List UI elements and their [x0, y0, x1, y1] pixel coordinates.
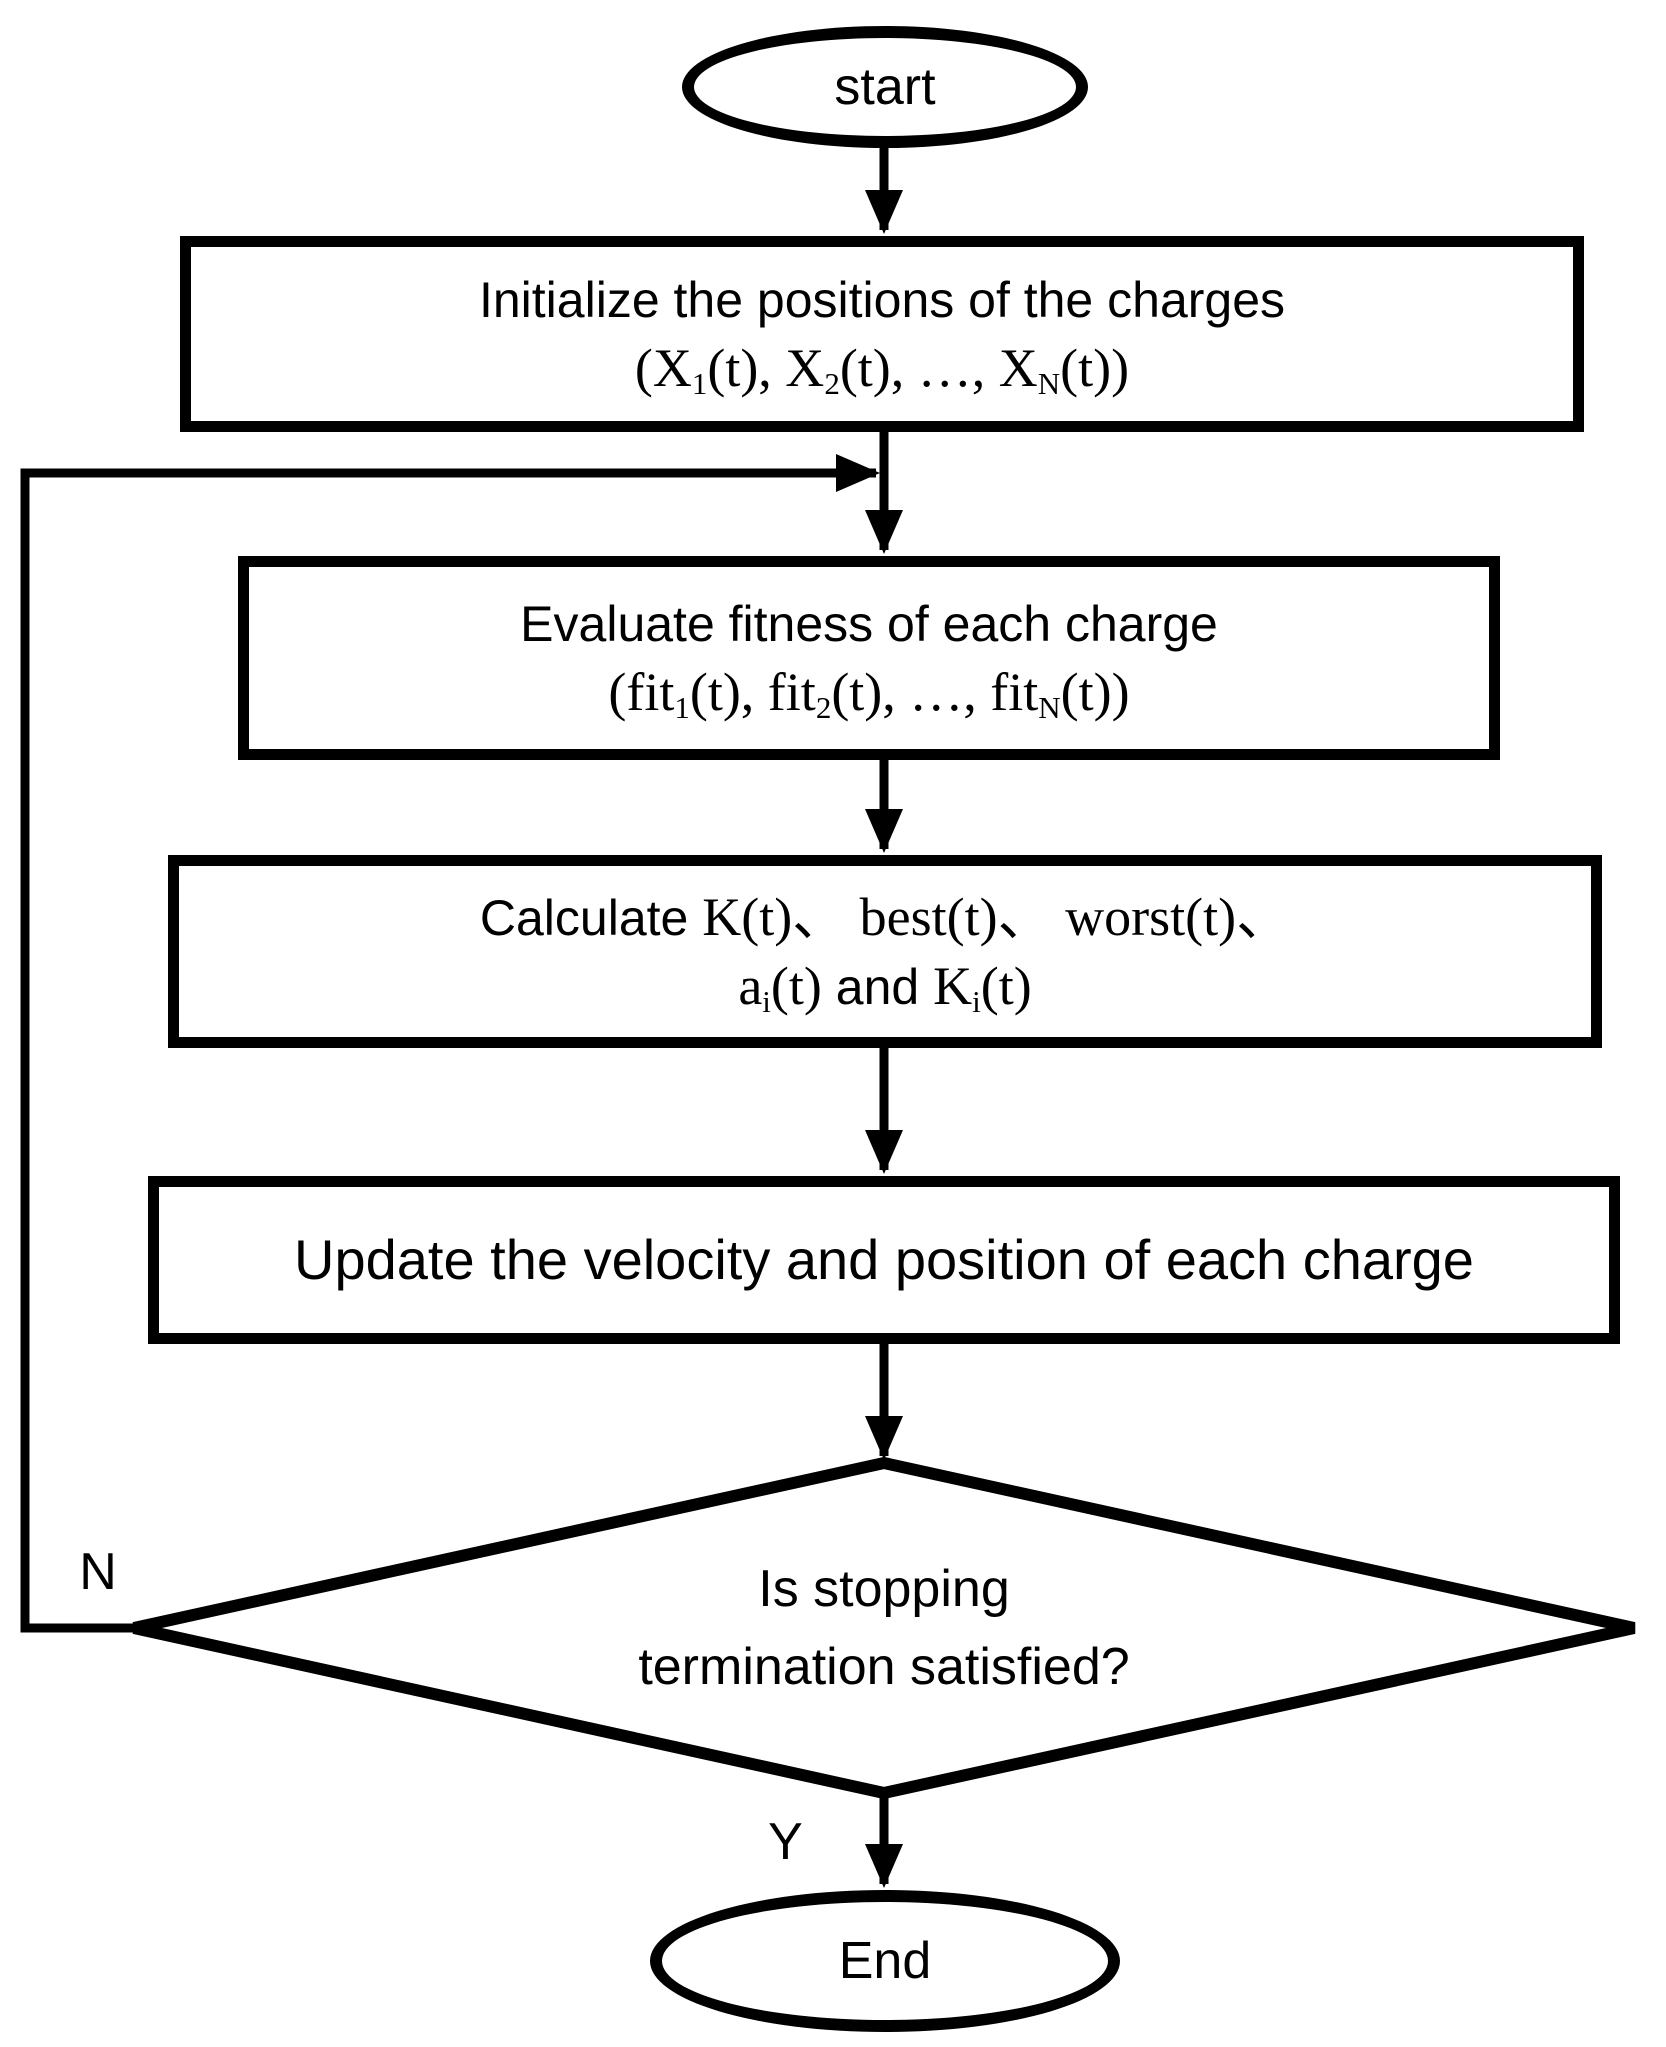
evaluate-line-1: Evaluate fitness of each charge — [520, 595, 1218, 652]
node-decision: Is stopping termination satisfied? — [484, 1496, 1284, 1760]
node-end: End — [650, 1890, 1120, 2032]
node-update: Update the velocity and position of each… — [148, 1176, 1620, 1344]
start-label: start — [834, 58, 936, 116]
node-evaluate: Evaluate fitness of each charge (fit1(t)… — [238, 556, 1500, 760]
edge-no-feedback-loop — [20, 454, 880, 1633]
decision-diamond-shape — [132, 1456, 1636, 1800]
decision-line-2: termination satisfied? — [638, 1638, 1130, 1696]
update-line-1: Update the velocity and position of each… — [294, 1228, 1474, 1291]
node-calculate: Calculate K(t)、 best(t)、 worst(t)、 ai(t)… — [168, 855, 1602, 1048]
label-yes: Y — [768, 1813, 803, 1871]
calculate-line-1: Calculate K(t)、 best(t)、 worst(t)、 — [479, 886, 1291, 947]
node-start: start — [682, 26, 1088, 148]
label-no: N — [79, 1543, 117, 1601]
node-initialize: Initialize the positions of the charges … — [180, 236, 1584, 432]
decision-line-1: Is stopping — [758, 1560, 1010, 1618]
end-label: End — [838, 1932, 932, 1990]
evaluate-line-2: (fit1(t), fit2(t), …, fitN(t)) — [608, 661, 1130, 725]
initialize-line-2: (X1(t), X2(t), …, XN(t)) — [634, 337, 1130, 401]
initialize-line-1: Initialize the positions of the charges — [478, 271, 1286, 328]
calculate-line-2: ai(t) and Ki(t) — [738, 955, 1032, 1019]
